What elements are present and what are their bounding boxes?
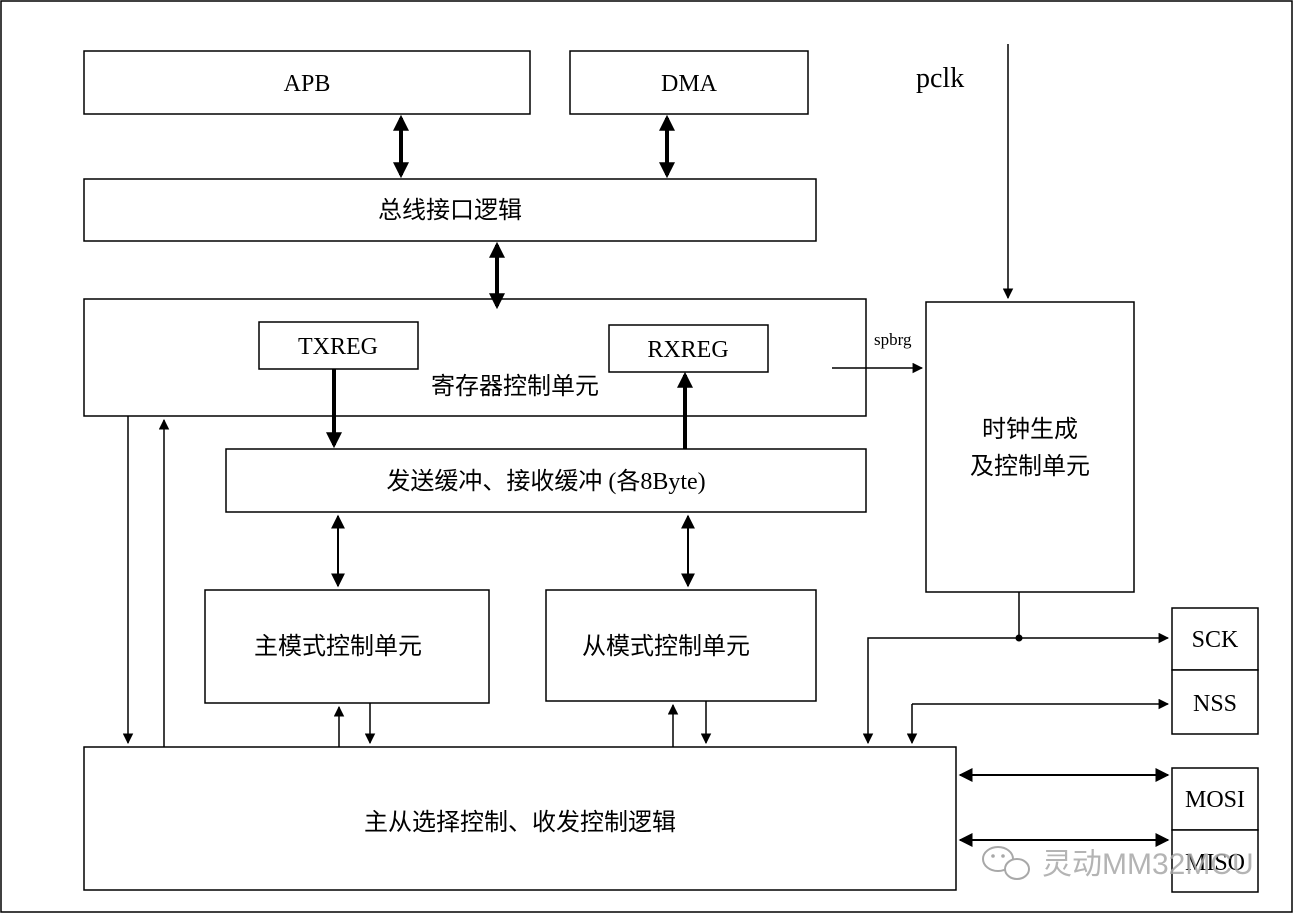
rxreg-block: RXREG — [608, 324, 769, 373]
register-control-label: 寄存器控制单元 — [431, 373, 599, 400]
apb-label: APB — [284, 71, 331, 97]
clock-unit-block: 时钟生成 及控制单元 — [925, 301, 1135, 593]
pin-nss: NSS — [1171, 669, 1259, 735]
watermark: 灵动MM32MCU — [982, 846, 1254, 881]
txreg-label: TXREG — [298, 334, 378, 360]
rxreg-label: RXREG — [647, 337, 728, 363]
nss-label: NSS — [1193, 691, 1237, 717]
miso-label: MISO — [1185, 850, 1245, 876]
master-control-block: 主模式控制单元 — [204, 589, 490, 704]
slave-control-block: 从模式控制单元 — [545, 589, 817, 702]
clock-unit-label-line2: 及控制单元 — [970, 453, 1090, 480]
bus-interface-label: 总线接口逻辑 — [378, 197, 522, 224]
bus-interface-block: 总线接口逻辑 — [83, 178, 817, 242]
spbrg-label: spbrg — [874, 330, 912, 349]
dma-block: DMA — [569, 50, 809, 115]
mosi-label: MOSI — [1185, 787, 1245, 813]
buffer-block: 发送缓冲、接收缓冲 (各8Byte) — [225, 448, 867, 513]
wechat-icon — [982, 846, 1030, 880]
txreg-block: TXREG — [258, 321, 419, 370]
clock-unit-label-line1: 时钟生成 — [982, 416, 1078, 443]
master-control-label: 主模式控制单元 — [254, 633, 422, 660]
slave-control-label: 从模式控制单元 — [582, 633, 750, 660]
sck-label: SCK — [1192, 627, 1239, 653]
pin-miso: MISO — [1171, 829, 1259, 893]
clock-to-sck-line — [1018, 592, 1170, 644]
pclk-label: pclk — [916, 63, 964, 94]
apb-block: APB — [83, 50, 531, 115]
clock-to-logic-line — [862, 637, 1019, 745]
pin-sck: SCK — [1171, 607, 1259, 671]
dma-label: DMA — [661, 71, 718, 97]
master-slave-logic-label: 主从选择控制、收发控制逻辑 — [364, 809, 676, 836]
pin-mosi: MOSI — [1171, 767, 1259, 831]
master-slave-logic-block: 主从选择控制、收发控制逻辑 — [83, 746, 957, 891]
buffer-label: 发送缓冲、接收缓冲 (各8Byte) — [386, 468, 705, 495]
watermark-text: 灵动MM32MCU — [1042, 848, 1254, 881]
